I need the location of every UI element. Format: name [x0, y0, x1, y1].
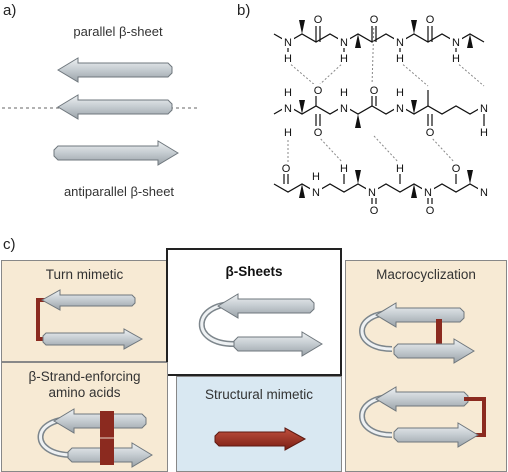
- svg-text:N: N: [480, 103, 488, 115]
- svg-text:O: O: [282, 163, 291, 175]
- panel-a-strands: [2, 57, 198, 166]
- svg-text:H: H: [340, 53, 348, 65]
- atom-n: N: [284, 37, 292, 49]
- panel-a-label: a): [3, 2, 17, 19]
- svg-text:O: O: [314, 127, 323, 139]
- antiparallel-sheet-label: antiparallel β-sheet: [63, 184, 175, 199]
- svg-text:N: N: [396, 103, 404, 115]
- strand-left-top: [57, 57, 173, 83]
- structural-mimetic-title: Structural mimetic: [204, 387, 314, 402]
- svg-text:H: H: [480, 127, 488, 139]
- svg-text:O: O: [314, 14, 323, 26]
- strand-right-bottom: [53, 140, 179, 166]
- svg-text:H: H: [396, 53, 404, 65]
- macrocyclization-diagram: [359, 302, 486, 448]
- macrocyclization-title: Macrocyclization: [376, 267, 476, 282]
- svg-text:O: O: [370, 14, 379, 26]
- svg-text:N: N: [396, 37, 404, 49]
- beta-sheets-title: β-Sheets: [225, 264, 283, 279]
- parallel-sheet-label: parallel β-sheet: [73, 24, 163, 39]
- svg-text:H: H: [340, 87, 348, 99]
- structural-mimetic-panel: Structural mimetic: [176, 376, 342, 472]
- strand-enforcing-panel: β-Strand-enforcing amino acids: [1, 362, 168, 472]
- strand-left-middle: [57, 94, 173, 120]
- strand-enforcing-title-line1: β-Strand-enforcing: [28, 369, 141, 384]
- svg-text:N: N: [452, 37, 460, 49]
- strand-enforcing-title-line2: amino acids: [48, 385, 121, 400]
- svg-text:N: N: [340, 103, 348, 115]
- turn-mimetic-panel: Turn mimetic: [1, 260, 168, 362]
- panel-b-label: b): [237, 2, 251, 19]
- svg-text:O: O: [452, 163, 461, 175]
- svg-text:H: H: [340, 163, 348, 175]
- svg-text:H: H: [312, 171, 320, 183]
- svg-text:H: H: [284, 127, 292, 139]
- svg-text:H: H: [396, 87, 404, 99]
- svg-text:H: H: [284, 53, 292, 65]
- svg-text:N: N: [424, 187, 432, 199]
- svg-text:N: N: [340, 37, 348, 49]
- svg-text:N: N: [312, 187, 320, 199]
- panel-b-hbond-structure: N H N H N H N H O O O N H N H N H O O O …: [273, 14, 490, 217]
- svg-text:O: O: [426, 14, 435, 26]
- structural-mimetic-diagram: [214, 427, 307, 451]
- svg-text:O: O: [426, 127, 435, 139]
- svg-text:H: H: [284, 87, 292, 99]
- macrocyclization-panel: Macrocyclization: [345, 260, 507, 472]
- svg-text:H: H: [452, 53, 460, 65]
- svg-text:O: O: [370, 205, 379, 217]
- beta-sheets-diagram: [198, 293, 323, 357]
- svg-text:O: O: [426, 205, 435, 217]
- panel-c-label: c): [3, 236, 16, 253]
- svg-text:N: N: [368, 187, 376, 199]
- svg-text:O: O: [314, 85, 323, 97]
- beta-sheets-panel: β-Sheets: [166, 248, 342, 376]
- svg-text:N: N: [284, 103, 292, 115]
- turn-mimetic-diagram: [36, 289, 144, 350]
- svg-text:H: H: [396, 163, 404, 175]
- strand-enforcing-diagram: [37, 408, 153, 468]
- turn-mimetic-title: Turn mimetic: [45, 267, 124, 282]
- svg-text:O: O: [370, 85, 379, 97]
- svg-text:N: N: [480, 187, 488, 199]
